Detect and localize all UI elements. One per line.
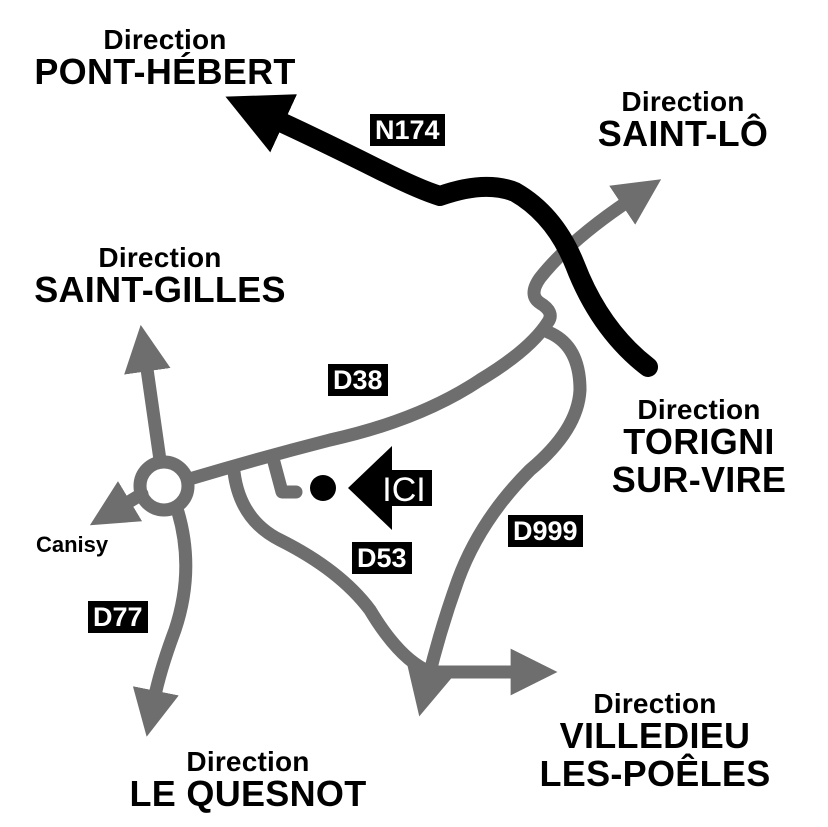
direction-prefix: Direction — [103, 24, 227, 55]
road-label-d77: D77 — [88, 601, 148, 633]
road-d53 — [227, 465, 558, 696]
destination-le-quesnot: Direction LE QUESNOT — [118, 748, 378, 812]
destination-villedieu: Direction VILLEDIEU LES-POÊLES — [530, 690, 780, 792]
road-d77 — [132, 505, 193, 737]
destination-torigni: Direction TORIGNI SUR-VIRE — [604, 396, 794, 498]
road-label-d999: D999 — [508, 515, 583, 547]
direction-prefix: Direction — [621, 86, 745, 117]
direction-prefix: Direction — [98, 242, 222, 273]
here-label: ICI — [382, 471, 425, 509]
local-access-road — [267, 455, 303, 499]
destination-pont-hebert: Direction PONT-HÉBERT — [24, 26, 306, 90]
destination-saint-lo: Direction SAINT-LÔ — [588, 88, 778, 152]
destination-name: LE QUESNOT — [129, 773, 367, 814]
road-d999 — [407, 325, 587, 717]
road-to-saint-gilles — [124, 324, 171, 467]
road-label-d38: D38 — [328, 364, 388, 396]
destination-name-line2: SUR-VIRE — [611, 459, 787, 500]
destination-name: PONT-HÉBERT — [34, 51, 296, 92]
destination-saint-gilles: Direction SAINT-GILLES — [22, 244, 298, 308]
road-d38 — [186, 179, 662, 485]
destination-name-line2: LES-POÊLES — [539, 753, 771, 794]
location-dot-icon — [310, 475, 336, 501]
roundabout — [133, 455, 195, 517]
direction-prefix: Direction — [186, 746, 310, 777]
road-n174 — [225, 94, 658, 377]
destination-name-line1: VILLEDIEU — [559, 715, 751, 756]
destination-canisy: Canisy — [36, 532, 109, 557]
road-label-d53: D53 — [352, 542, 412, 574]
direction-prefix: Direction — [637, 394, 761, 425]
destination-name: SAINT-LÔ — [597, 113, 769, 154]
location-arrow-icon — [348, 446, 432, 530]
road-label-n174: N174 — [370, 114, 445, 146]
destination-name: SAINT-GILLES — [34, 269, 286, 310]
direction-prefix: Direction — [593, 688, 717, 719]
destination-name-line1: TORIGNI — [623, 421, 775, 462]
